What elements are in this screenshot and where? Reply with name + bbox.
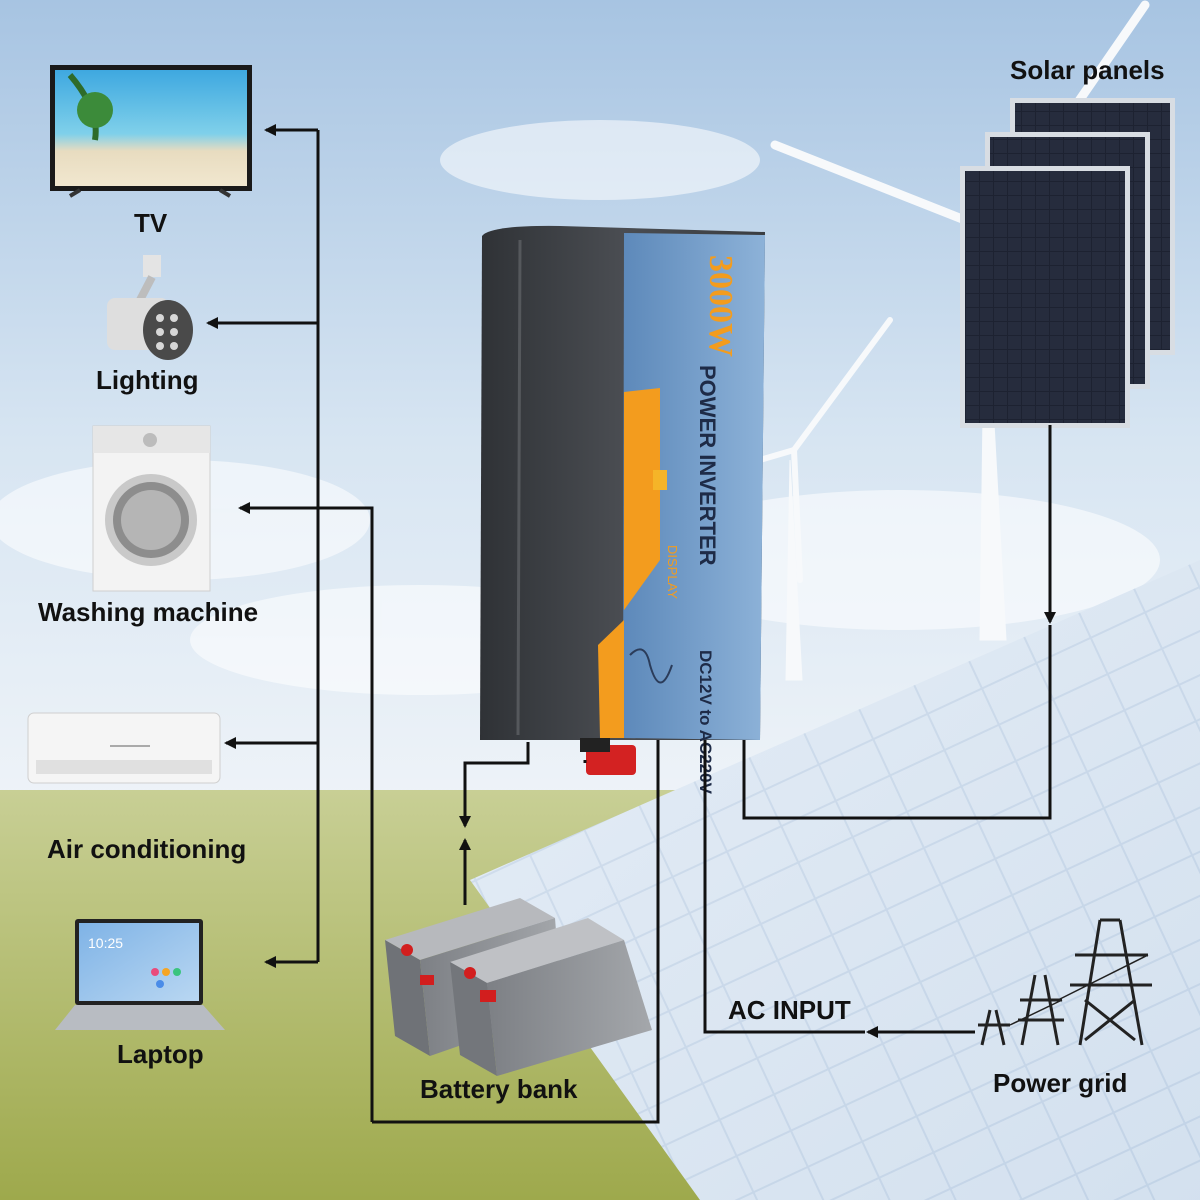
washing-machine-device [92, 425, 211, 592]
battery-bank-label: Battery bank [420, 1074, 578, 1104]
power-grid-towers [978, 918, 1152, 1046]
ac-input-label: AC INPUT [728, 995, 851, 1025]
solar-panels-label: Solar panels [1010, 55, 1165, 85]
orange-stripe-bottom [598, 620, 624, 738]
wind-turbine-small [757, 317, 893, 681]
power-grid-label: Power grid [993, 1068, 1128, 1098]
battery-bank-device [385, 898, 652, 1076]
wiring [206, 124, 1056, 1124]
orange-stripe-top [624, 388, 660, 610]
inverter-label-panel [623, 233, 765, 740]
air-conditioner-device [27, 712, 221, 784]
air-conditioning-label: Air conditioning [47, 834, 247, 864]
washing-machine-label: Washing machine [38, 597, 259, 627]
laptop-device [55, 919, 225, 1030]
inverter-display-text: DISPLAY [665, 545, 680, 599]
inverter-terminal-red [586, 745, 636, 775]
inverter-rating-text: 3000W [702, 255, 739, 357]
lighting-label: Lighting [96, 365, 199, 395]
spotlight-device [107, 255, 193, 360]
inverter-voltage-text: DC12V to AC220V [696, 650, 715, 795]
tv-label: TV [134, 208, 168, 238]
laptop-label: Laptop [117, 1039, 204, 1069]
inverter-title-text: POWER INVERTER [695, 365, 720, 566]
tv-device [50, 65, 252, 198]
laptop-clock-text: 10:25 [88, 935, 123, 951]
power-inverter [480, 225, 765, 775]
solar-panels [960, 98, 1175, 428]
